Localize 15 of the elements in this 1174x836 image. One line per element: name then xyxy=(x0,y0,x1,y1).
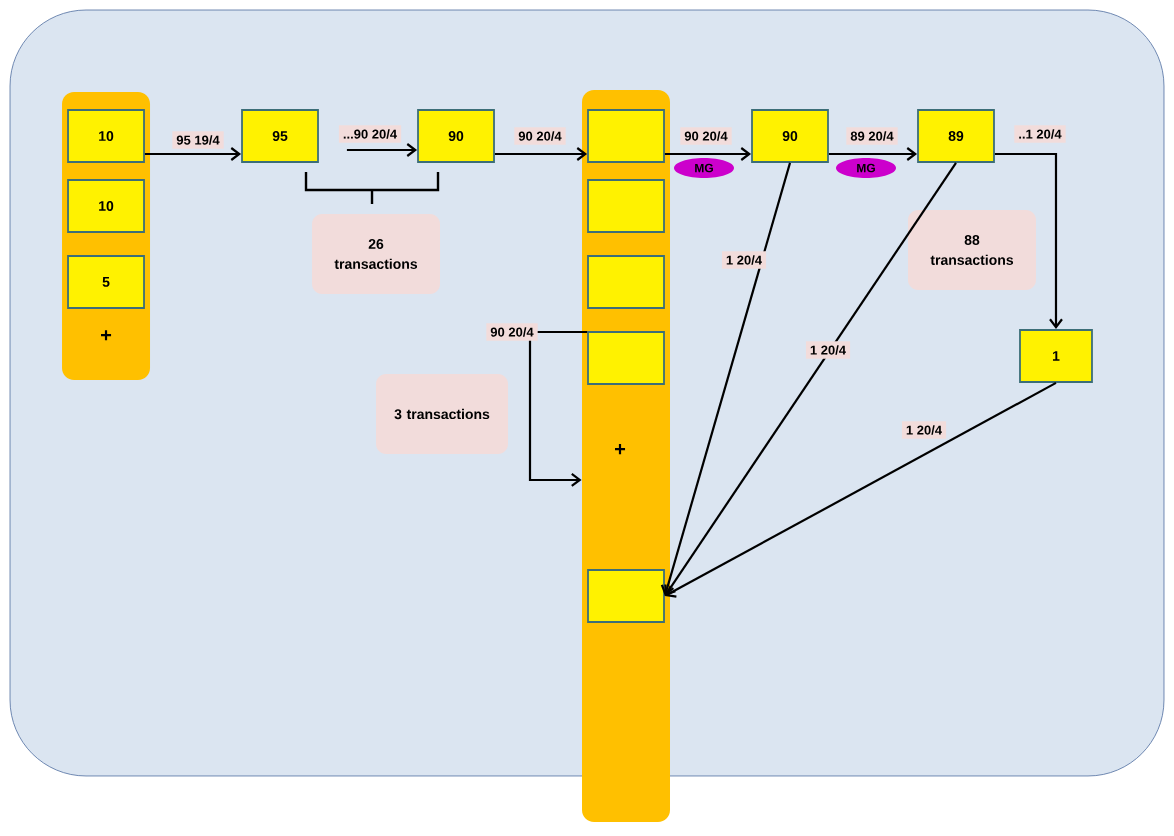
arrow xyxy=(994,152,1063,330)
arrow xyxy=(144,147,242,161)
empty-box xyxy=(587,179,665,233)
empty-box xyxy=(587,255,665,309)
arrow xyxy=(664,162,957,596)
empty-box xyxy=(587,109,665,163)
arrow xyxy=(664,147,752,161)
arrow xyxy=(528,330,588,487)
arrow xyxy=(664,381,1057,598)
arrow xyxy=(660,162,792,596)
arrow xyxy=(346,143,418,157)
empty-box xyxy=(587,569,665,623)
arrow xyxy=(494,147,588,161)
arrow xyxy=(828,147,918,161)
empty-box xyxy=(587,331,665,385)
